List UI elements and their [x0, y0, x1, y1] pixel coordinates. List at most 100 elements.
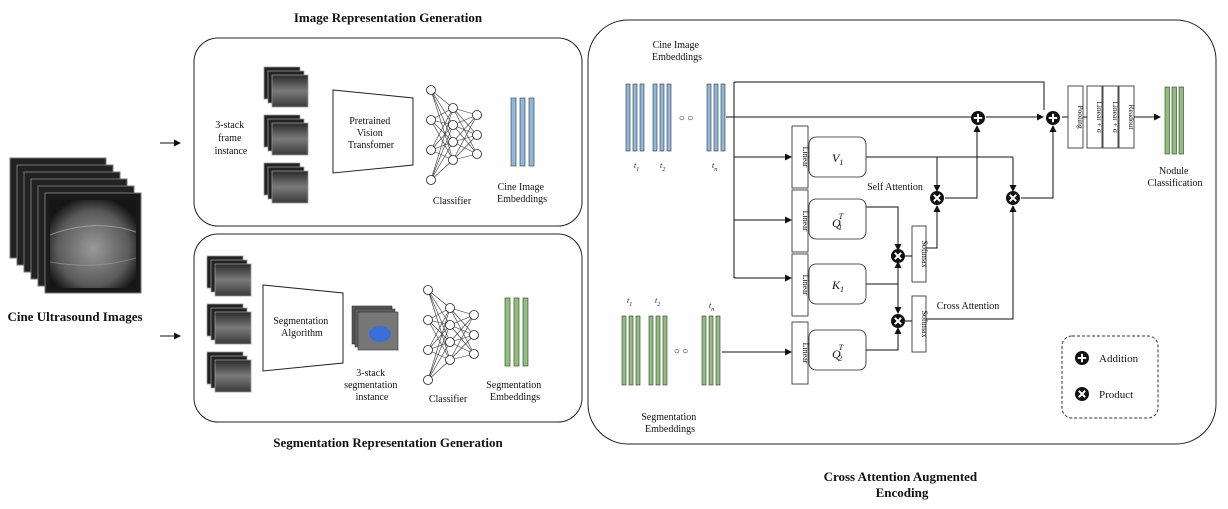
- nn-node: [445, 303, 455, 313]
- nn-node: [445, 320, 455, 330]
- seg-algorithm-trapezoid: [262, 284, 344, 372]
- seg-embedding-bars-bottom: [504, 297, 529, 367]
- nn-edge: [449, 314, 475, 361]
- seg-algorithm-label: Segmentation Algorithm: [273, 316, 331, 339]
- token-letter: t: [660, 161, 663, 170]
- legend-product-label: Product: [1099, 389, 1133, 401]
- cine-ellipsis: ○ ○: [679, 113, 694, 124]
- linear-label: Linear: [801, 211, 810, 232]
- nn-node: [469, 330, 479, 340]
- nn-edge: [427, 289, 451, 343]
- label-line: Embeddings: [652, 52, 702, 63]
- frame-stack-label: 3-stack frame instance: [215, 120, 248, 157]
- token-letter: t: [627, 296, 630, 305]
- nn-edge: [452, 124, 478, 155]
- classifier-network-bottom: [423, 285, 479, 385]
- sym: Q: [832, 216, 841, 230]
- output-embedding-bars: [1164, 86, 1184, 155]
- token-sub: 2: [657, 302, 660, 308]
- frame-stack-label-line: frame: [218, 133, 242, 144]
- nn-edge: [452, 107, 478, 136]
- nn-edge: [452, 134, 478, 161]
- projection-boxes: [808, 136, 867, 371]
- label-line: instance: [356, 392, 389, 403]
- nn-edge: [427, 319, 451, 343]
- label-line: Algorithm: [281, 328, 323, 339]
- cine-embedding-bars-top: [510, 97, 535, 167]
- nn-node: [445, 337, 455, 347]
- cine-embeddings-label-top: Cine Image Embeddings: [497, 182, 547, 205]
- classifier-label-bottom: Classifier: [429, 394, 468, 405]
- nn-node: [423, 285, 433, 295]
- nodule-classification-label: Nodule Classification: [1148, 166, 1203, 189]
- nn-node: [469, 349, 479, 359]
- softmax-labels: Softmax Softmax: [920, 240, 929, 337]
- nn-edge: [430, 107, 454, 181]
- legend-box: [1061, 335, 1159, 419]
- seg-frame-stack-icons: [206, 255, 252, 393]
- nn-node: [426, 115, 436, 125]
- product-glyph: [933, 194, 941, 202]
- nn-node: [426, 85, 436, 95]
- vit-label: Pretrained Vision Transfomer: [348, 116, 395, 151]
- frame-stack-icons: [263, 66, 309, 204]
- product-glyph: [894, 252, 902, 260]
- token-label: tn: [712, 161, 717, 173]
- label-line: Segmentation: [486, 380, 541, 391]
- nn-edge: [427, 359, 451, 381]
- seg-ellipsis: ○ ○: [674, 346, 689, 357]
- nn-edge: [427, 307, 451, 381]
- linear-label: Linear: [801, 343, 810, 364]
- seg-token-subscripts: t1 t2 tn: [627, 296, 714, 313]
- softmax-label: Softmax: [920, 310, 929, 337]
- frame-stack-label-line: 3-stack: [215, 120, 244, 131]
- nn-node: [445, 355, 455, 365]
- sym: V: [832, 151, 841, 165]
- token-sub: 1: [629, 302, 632, 308]
- label-line: Classification: [1148, 178, 1203, 189]
- cross-attention-label: Cross Attention: [937, 301, 1000, 312]
- label-line: Cine Image: [498, 182, 545, 193]
- v-label: V1: [832, 151, 843, 167]
- vit-label-line: Pretrained: [349, 116, 390, 127]
- sym: K: [831, 278, 841, 292]
- nn-node: [472, 130, 482, 140]
- head-labels: Pooling Linear + σ Linear + σ Readout: [1076, 101, 1136, 133]
- token-letter: t: [634, 161, 637, 170]
- vit-label-line: Transfomer: [348, 140, 395, 151]
- nn-node: [469, 310, 479, 320]
- sym-sup: T: [839, 343, 844, 352]
- linear-layer-labels: Linear Linear Linear Linear: [801, 147, 810, 364]
- image-rep-title: Image Representation Generation: [294, 10, 483, 25]
- cine-ultrasound-title: Cine Ultrasound Images: [7, 309, 142, 324]
- operator-icons: [891, 111, 1060, 328]
- nn-edge: [449, 307, 475, 336]
- head-label: Readout: [1127, 105, 1136, 131]
- nn-edge: [430, 159, 454, 181]
- sym-sup: T: [839, 212, 844, 221]
- nn-edge: [449, 324, 475, 355]
- seg-rep-title: Segmentation Representation Generation: [273, 435, 503, 450]
- token-letter: t: [709, 301, 712, 310]
- q1-label: QT 1: [832, 212, 844, 232]
- seg-mask-stack: [351, 305, 399, 351]
- token-letter: t: [712, 161, 715, 170]
- seg-rep-panel: [193, 233, 583, 423]
- nn-edge: [427, 324, 451, 381]
- vit-label-line: Vision: [357, 128, 383, 139]
- nn-node: [423, 345, 433, 355]
- cine-token-bars: [625, 83, 726, 152]
- label-line: Nodule: [1159, 166, 1189, 177]
- token-letter: t: [655, 296, 658, 305]
- label-line: Cross Attention Augmented: [824, 469, 978, 484]
- cross-attention-title: Cross Attention Augmented Encoding: [824, 469, 981, 500]
- legend-icons: [1075, 351, 1089, 401]
- token-label: t1: [634, 161, 639, 173]
- sym-sub: 1: [838, 223, 842, 232]
- label-line: 3-stack: [356, 368, 385, 379]
- image-rep-panel: [193, 37, 583, 227]
- nn-node: [448, 155, 458, 165]
